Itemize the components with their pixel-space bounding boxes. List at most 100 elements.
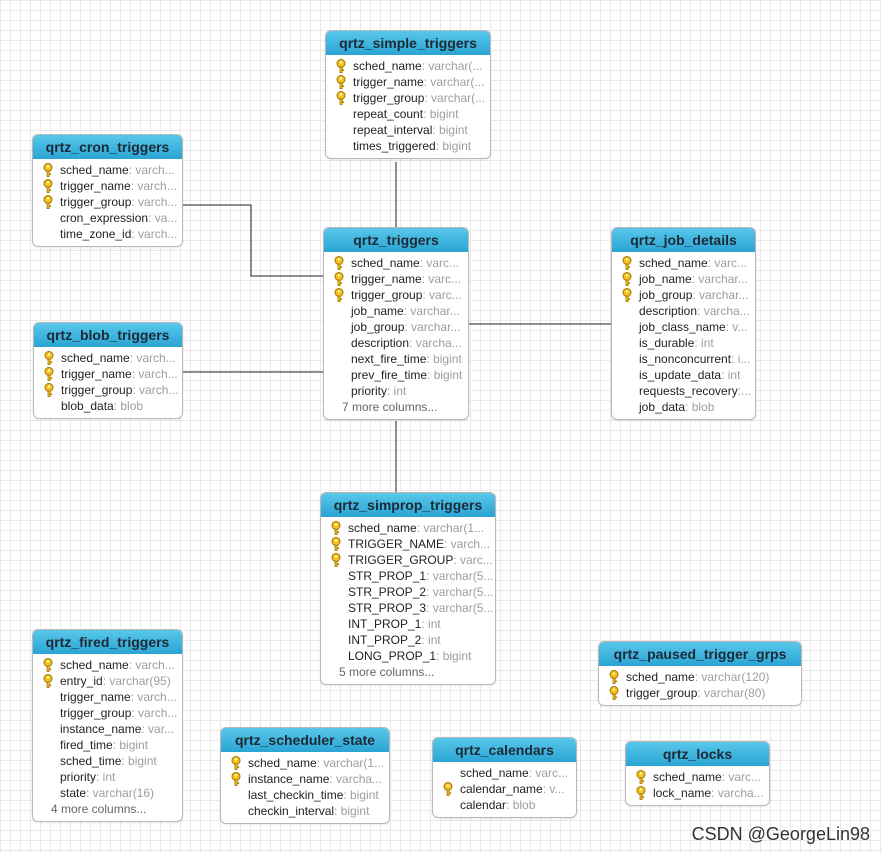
- column-name: trigger_name: [61, 367, 132, 381]
- table-title: qrtz_simprop_triggers: [321, 493, 495, 517]
- column-name: fired_time: [60, 738, 113, 752]
- column-name: state: [60, 786, 87, 800]
- column-name: trigger_name: [353, 75, 424, 89]
- column-name: instance_name: [60, 722, 142, 736]
- table-qrtz-paused-trigger-grps[interactable]: qrtz_paused_trigger_grps sched_name: var…: [598, 641, 802, 706]
- column-name: cron_expression: [60, 211, 149, 225]
- column-type: : blob: [685, 400, 715, 414]
- column-name: STR_PROP_2: [348, 585, 427, 599]
- column-row: checkin_interval: bigint: [221, 803, 389, 819]
- table-title: qrtz_scheduler_state: [221, 728, 389, 752]
- table-title: qrtz_job_details: [612, 228, 755, 252]
- column-type: : varc...: [421, 272, 462, 286]
- column-type: : varchar(5...: [426, 585, 494, 599]
- table-qrtz-simple-triggers[interactable]: qrtz_simple_triggers sched_name: varchar…: [325, 30, 491, 159]
- column-row: job_group: varchar...: [612, 287, 755, 303]
- column-name: trigger_name: [351, 272, 422, 286]
- column-name: last_checkin_time: [248, 788, 344, 802]
- column-type: : blob: [113, 399, 144, 413]
- column-type: : bigint: [427, 368, 463, 382]
- column-row: sched_name: varch...: [33, 657, 182, 673]
- column-name: TRIGGER_GROUP: [348, 553, 454, 567]
- column-type: : varchar(1...: [316, 756, 385, 770]
- column-name: sched_name: [639, 256, 708, 270]
- column-type: : varchar(80): [697, 686, 766, 700]
- column-type: : varchar...: [692, 288, 749, 302]
- column-type: : varchar(...: [424, 91, 486, 105]
- column-name: next_fire_time: [351, 352, 427, 366]
- column-row: entry_id: varchar(95): [33, 673, 182, 689]
- column-name: time_zone_id: [60, 227, 132, 241]
- column-name: calendar_name: [460, 782, 543, 796]
- column-row: job_group: varchar...: [324, 319, 468, 335]
- table-qrtz-locks[interactable]: qrtz_locks sched_name: varc... lock_name…: [625, 741, 770, 806]
- column-name: instance_name: [248, 772, 330, 786]
- column-name: description: [351, 336, 410, 350]
- column-name: sched_name: [653, 770, 722, 784]
- column-row: is_durable: int: [612, 335, 755, 351]
- more-columns-link[interactable]: 7 more columns...: [342, 400, 438, 414]
- table-qrtz-fired-triggers[interactable]: qrtz_fired_triggers sched_name: varch...…: [32, 629, 183, 822]
- column-row: sched_name: varch...: [34, 350, 182, 366]
- column-type: : varc...: [528, 766, 569, 780]
- column-name: checkin_interval: [248, 804, 335, 818]
- table-title: qrtz_triggers: [324, 228, 468, 252]
- column-row: prev_fire_time: bigint: [324, 367, 468, 383]
- column-name: sched_name: [60, 658, 129, 672]
- column-name: priority: [351, 384, 388, 398]
- table-qrtz-job-details[interactable]: qrtz_job_details sched_name: varc... job…: [611, 227, 756, 420]
- table-qrtz-calendars[interactable]: qrtz_calendars sched_name: varc... calen…: [432, 737, 577, 818]
- column-row: description: varcha...: [612, 303, 755, 319]
- key-icon: [331, 521, 341, 535]
- column-name: sched_name: [351, 256, 420, 270]
- column-row: trigger_name: varchar(...: [326, 74, 490, 90]
- table-qrtz-blob-triggers[interactable]: qrtz_blob_triggers sched_name: varch... …: [33, 322, 183, 419]
- column-row: trigger_group: varchar(...: [326, 90, 490, 106]
- column-type: : int: [421, 617, 441, 631]
- key-icon: [43, 163, 53, 177]
- column-type: : bigint: [432, 123, 468, 137]
- table-qrtz-triggers[interactable]: qrtz_triggers sched_name: varc... trigge…: [323, 227, 469, 420]
- key-icon: [636, 770, 646, 784]
- column-row: last_checkin_time: bigint: [221, 787, 389, 803]
- column-type: : varch...: [131, 227, 178, 241]
- key-icon: [334, 288, 344, 302]
- table-title: qrtz_locks: [626, 742, 769, 766]
- column-row: fired_time: bigint: [33, 737, 182, 753]
- table-qrtz-scheduler-state[interactable]: qrtz_scheduler_state sched_name: varchar…: [220, 727, 390, 824]
- column-row: calendar: blob: [433, 797, 576, 813]
- column-name: description: [639, 304, 698, 318]
- column-row: trigger_group: varchar(80): [599, 685, 801, 701]
- table-title: qrtz_calendars: [433, 738, 576, 762]
- column-row: repeat_count: bigint: [326, 106, 490, 122]
- key-icon: [622, 288, 632, 302]
- table-qrtz-simprop-triggers[interactable]: qrtz_simprop_triggers sched_name: varcha…: [320, 492, 496, 685]
- column-row: state: varchar(16): [33, 785, 182, 801]
- column-row: is_nonconcurrent: i...: [612, 351, 755, 367]
- column-type: : varchar...: [691, 272, 748, 286]
- key-icon: [609, 670, 619, 684]
- key-icon: [443, 782, 453, 796]
- key-icon: [334, 272, 344, 286]
- column-row: instance_name: var...: [33, 721, 182, 737]
- column-name: sched_time: [60, 754, 122, 768]
- table-title: qrtz_cron_triggers: [33, 135, 182, 159]
- column-name: STR_PROP_1: [348, 569, 427, 583]
- column-row: sched_name: varch...: [33, 162, 182, 178]
- column-row: sched_name: varchar(...: [326, 58, 490, 74]
- column-type: : varcha...: [697, 304, 750, 318]
- column-row: sched_name: varc...: [612, 255, 755, 271]
- key-icon: [44, 351, 54, 365]
- column-row: job_name: varchar...: [324, 303, 468, 319]
- column-row: sched_name: varc...: [324, 255, 468, 271]
- more-columns-link[interactable]: 5 more columns...: [339, 665, 435, 679]
- column-type: : varcha...: [409, 336, 462, 350]
- column-type: : i...: [731, 352, 751, 366]
- column-type: : int: [387, 384, 407, 398]
- table-qrtz-cron-triggers[interactable]: qrtz_cron_triggers sched_name: varch... …: [32, 134, 183, 247]
- column-type: : varcha...: [329, 772, 383, 786]
- column-type: : varch...: [131, 706, 178, 720]
- table-title: qrtz_blob_triggers: [34, 323, 182, 347]
- more-columns-link[interactable]: 4 more columns...: [51, 802, 147, 816]
- column-type: : bigint: [426, 352, 462, 366]
